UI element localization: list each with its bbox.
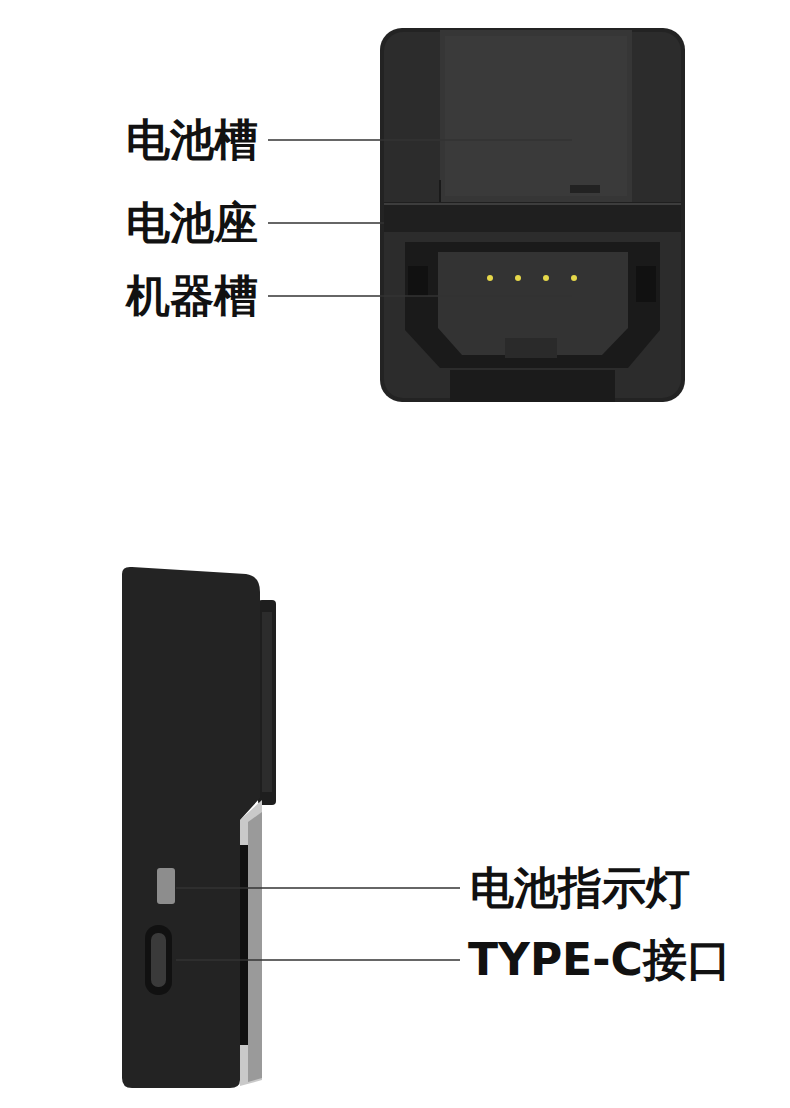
part-label: TYPE-C接口 [468, 936, 731, 984]
side-view [122, 567, 276, 1088]
top-view [380, 28, 685, 402]
leader-lines [176, 140, 572, 960]
part-label: 电池槽 [126, 116, 258, 164]
part-label: 机器槽 [126, 272, 258, 320]
part-label: 电池座 [126, 199, 258, 247]
part-label: 电池指示灯 [470, 864, 690, 912]
